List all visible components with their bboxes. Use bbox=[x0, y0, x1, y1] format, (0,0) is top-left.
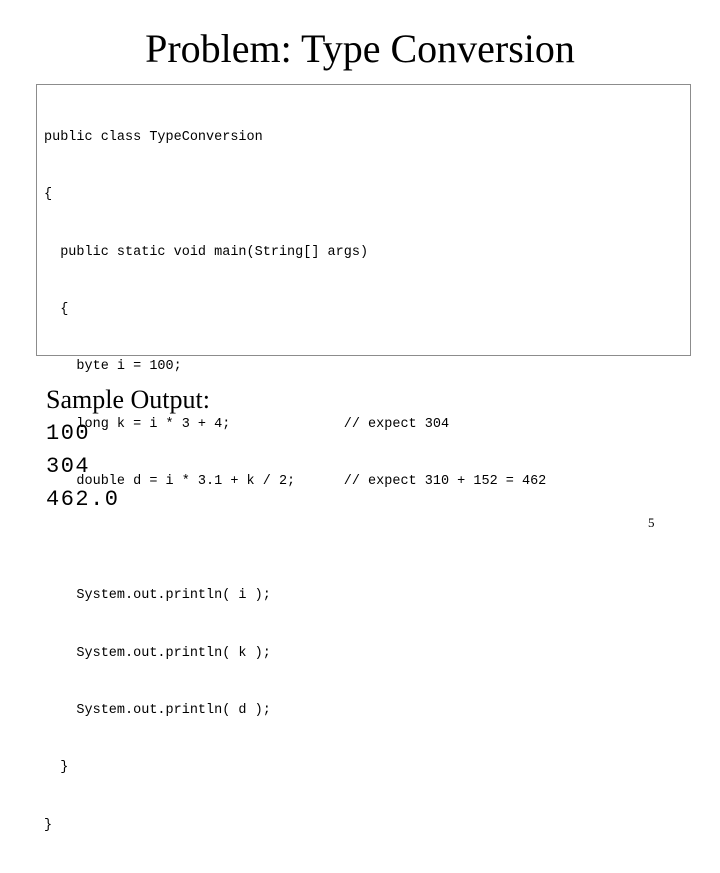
code-line: } bbox=[44, 760, 69, 776]
code-line: System.out.println( i ); bbox=[44, 588, 271, 604]
code-line: double d = i * 3.1 + k / 2; // expect 31… bbox=[44, 473, 547, 489]
output-line: 462.0 bbox=[46, 487, 120, 512]
code-line: public static void main(String[] args) bbox=[44, 244, 369, 260]
code-line: long k = i * 3 + 4; // expect 304 bbox=[44, 416, 450, 432]
code-listing-box: public class TypeConversion { public sta… bbox=[36, 84, 691, 833]
code-line: { bbox=[44, 187, 53, 203]
page-number: 5 bbox=[648, 515, 655, 530]
code-line: byte i = 100; bbox=[44, 359, 182, 375]
sample-output-lines: 100 304 462.0 bbox=[46, 417, 120, 516]
output-line: 100 bbox=[46, 421, 91, 446]
slide-title: Problem: Type Conversion bbox=[145, 26, 575, 71]
code-line-blank bbox=[44, 529, 546, 548]
sample-output-label: Sample Output: bbox=[46, 385, 210, 414]
code-line: System.out.println( d ); bbox=[44, 703, 271, 718]
code-line: System.out.println( k ); bbox=[44, 645, 271, 661]
output-line: 304 bbox=[46, 454, 91, 479]
code-line: { bbox=[44, 302, 69, 318]
code-line: public class TypeConversion bbox=[44, 130, 263, 146]
code-line: } bbox=[44, 817, 53, 833]
